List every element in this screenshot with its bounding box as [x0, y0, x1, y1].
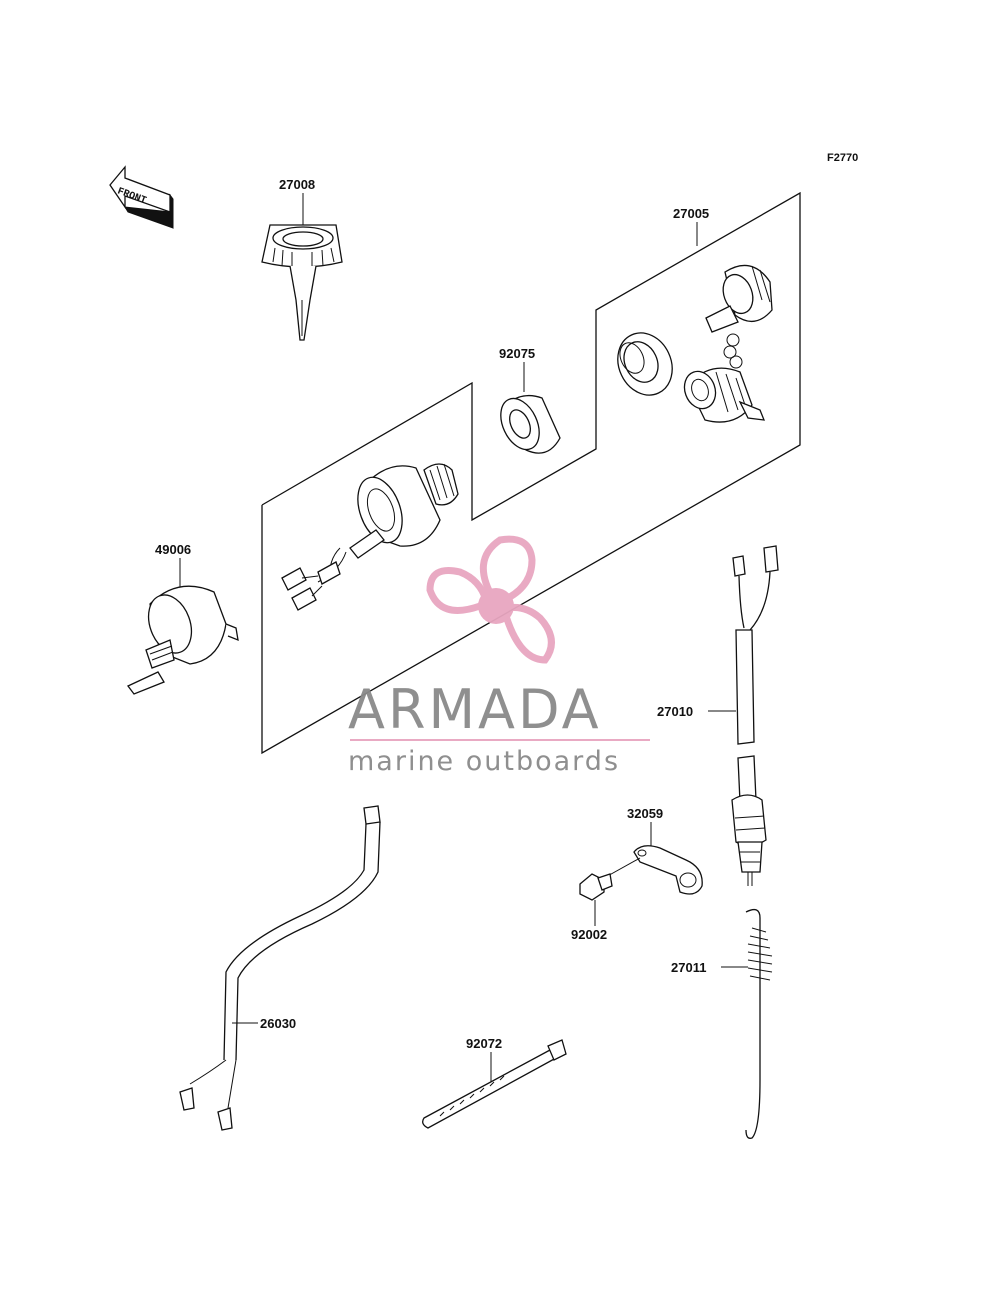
part-number-27008: 27008	[279, 177, 315, 192]
spring-part	[745, 908, 773, 1139]
watermark-logo: ARMADA marine outboards	[348, 535, 650, 777]
part-number-26030: 26030	[260, 1016, 296, 1031]
propeller-logo-icon	[426, 535, 555, 664]
part-number-92075: 92075	[499, 346, 535, 361]
front-arrow-icon: FRONT	[109, 165, 174, 229]
part-number-49006: 49006	[155, 542, 191, 557]
part-number-27010: 27010	[657, 704, 693, 719]
neutral-switch-part	[731, 545, 779, 886]
switch-cap-part	[126, 585, 239, 695]
seal-ring-part	[617, 332, 673, 396]
assembly-outline	[261, 191, 801, 755]
part-number-27011: 27011	[671, 960, 706, 975]
part-number-32059: 32059	[627, 806, 663, 821]
cable-tie-part	[422, 1039, 567, 1129]
key-set-part	[683, 264, 773, 423]
lead-wire-part	[179, 805, 381, 1131]
figure-code: F2770	[827, 152, 858, 164]
ignition-switch-part	[281, 463, 459, 611]
watermark-subtitle: marine outboards	[348, 746, 620, 777]
watermark-title: ARMADA	[348, 678, 602, 741]
key-knob-part	[261, 193, 343, 341]
nut-part	[500, 362, 561, 454]
clamp-bracket-part	[603, 845, 703, 895]
part-number-92072: 92072	[466, 1036, 502, 1051]
part-number-27005: 27005	[673, 206, 709, 221]
bolt-part	[579, 873, 613, 901]
part-number-92002: 92002	[571, 927, 607, 942]
